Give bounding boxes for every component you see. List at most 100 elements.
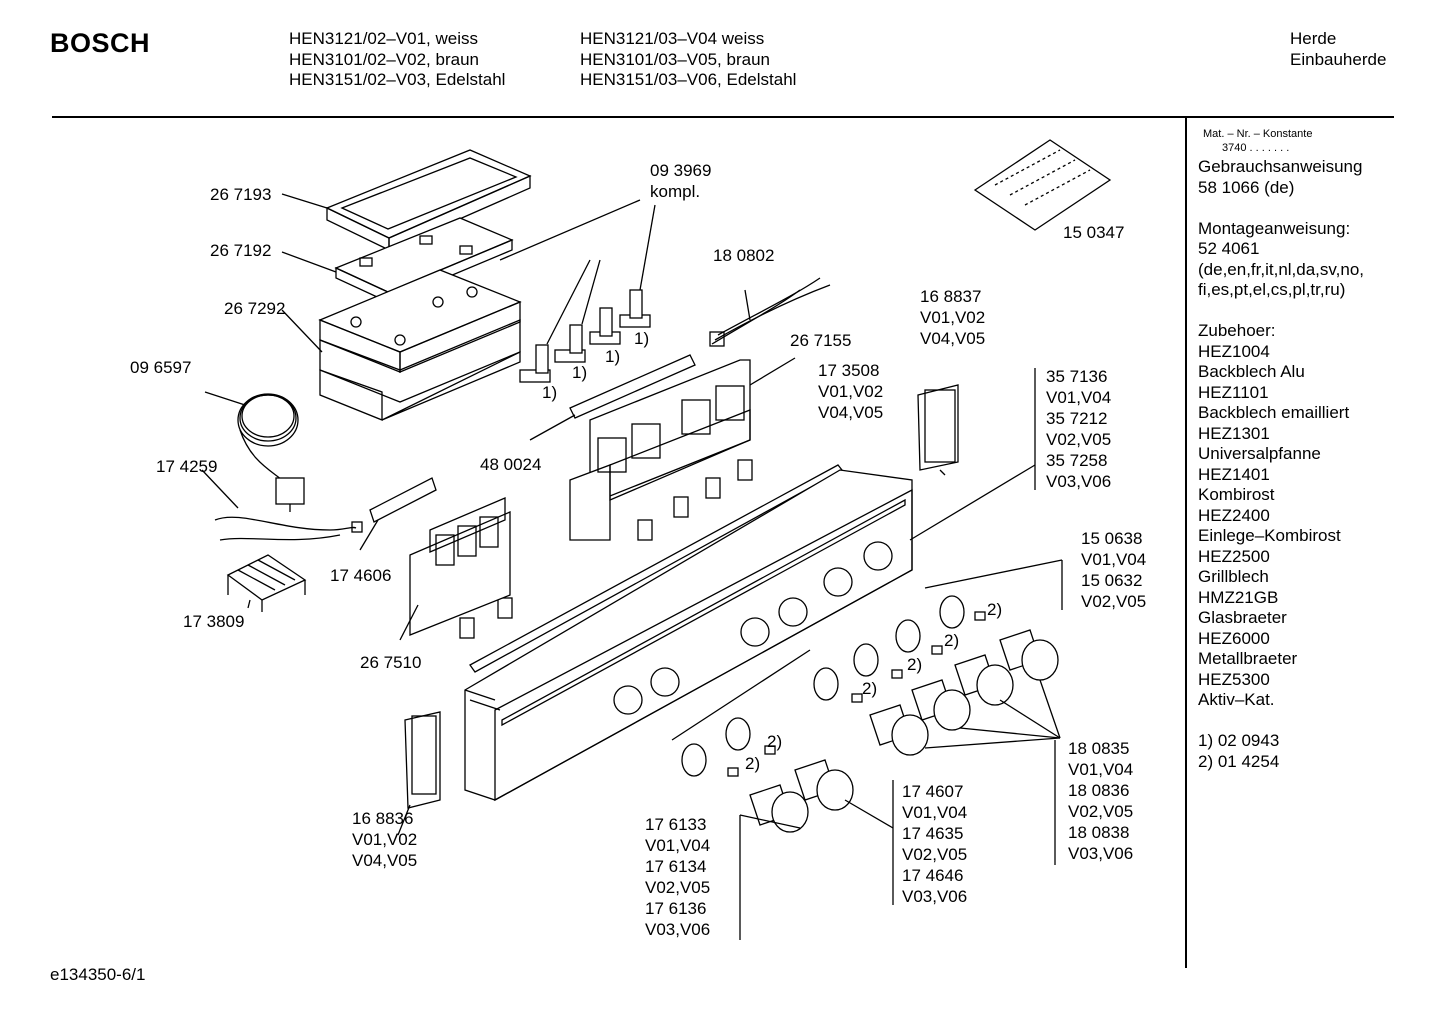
model-line: HEN3101/03–V05, braun [580,49,770,69]
part-label-group: 16 8836 V01,V02 V04,V05 [352,808,417,871]
part-label: 26 7155 [790,331,852,350]
part-line: V01,V04 [1046,388,1112,407]
category: Herde Einbauherde [1290,29,1386,70]
sidebar-line: Montageanweisung: [1198,218,1351,238]
sidebar-line: HEZ1004 [1198,341,1270,361]
part-line: kompl. [650,182,701,201]
category-line: Einbauherde [1290,49,1387,69]
part-label-group: 17 6133 V01,V04 17 6134 V02,V05 17 6136 … [645,814,710,940]
sidebar-entries: Gebrauchsanweisung 58 1066 (de) Montagea… [1198,157,1364,772]
part-line: V04,V05 [818,403,884,422]
sidebar-line: 2) 01 4254 [1198,751,1280,771]
sidebar-line: Backblech Alu [1198,362,1305,381]
sidebar-line: HEZ1401 [1198,464,1270,484]
part-line: 17 6134 [645,857,707,876]
sidebar-line: HEZ2400 [1198,505,1270,525]
part-label: 09 6597 [130,358,192,377]
part-line: V02,V05 [645,878,711,897]
part-line: V03,V06 [902,887,968,906]
part-line: V03,V06 [645,920,711,939]
sidebar-line: Einlege–Kombirost [1198,526,1341,545]
sidebar-line: HEZ1301 [1198,423,1270,443]
document-code: e134350-6/1 [50,965,146,984]
sidebar-line: 52 4061 [1198,239,1260,258]
sidebar-line: Zubehoer: [1198,321,1276,340]
part-line: V01,V04 [902,803,968,822]
part-line: V02,V05 [1046,430,1112,449]
part-label: 26 7510 [360,653,422,672]
note-marker: 2) [862,679,878,698]
note-marker: 2) [944,631,960,650]
part-label-group: 18 0835 V01,V04 18 0836 V02,V05 18 0838 … [1068,738,1133,864]
sidebar-line: Metallbraeter [1198,649,1298,668]
part-line: 16 8836 [352,809,414,828]
sidebar-line: HEZ5300 [1198,669,1270,689]
sidebar-line [1198,711,1364,732]
part-line: V01,V04 [1081,550,1147,569]
part-line: 18 0838 [1068,823,1130,842]
model-line: HEN3121/03–V04 weiss [580,29,765,48]
part-line: V01,V04 [645,836,711,855]
part-label-group: 09 3969 kompl. [650,160,711,202]
part-line: 17 3508 [818,361,880,380]
part-line: 35 7258 [1046,451,1108,470]
part-line: V02,V05 [1068,802,1134,821]
note-marker: 2) [745,754,761,773]
note-marker: 2) [907,655,923,674]
part-label-group: 35 7136 V01,V04 35 7212 V02,V05 35 7258 … [1046,366,1111,492]
part-label: 17 4606 [330,566,392,585]
model-line: HEN3121/02–V01, weiss [289,29,479,48]
sidebar-line: Glasbraeter [1198,608,1287,627]
part-line: V03,V06 [1046,472,1112,491]
part-label: 15 0347 [1063,223,1125,242]
category-line: Herde [1290,29,1337,48]
sidebar-line: 1) 02 0943 [1198,731,1280,750]
model-line: HEN3151/03–V06, Edelstahl [580,70,797,89]
sidebar-line: Backblech emailliert [1198,403,1350,422]
part-label-group: 17 4607 V01,V04 17 4635 V02,V05 17 4646 … [902,781,967,907]
sidebar-line: HEZ2500 [1198,546,1270,566]
sidebar-line [1198,198,1364,219]
part-line: V02,V05 [902,845,968,864]
sidebar-line: 58 1066 (de) [1198,177,1295,197]
part-line: V01,V02 [920,308,986,327]
part-line: 35 7212 [1046,409,1108,428]
note-marker: 1) [542,383,558,402]
note-marker: 2) [767,732,783,751]
part-label: 17 4259 [156,457,218,476]
part-line: 17 4607 [902,782,964,801]
part-label: 18 0802 [713,246,775,265]
note-marker: 1) [634,329,650,348]
sidebar-line: (de,en,fr,it,nl,da,sv,no, [1198,259,1364,279]
part-label: 26 7193 [210,185,272,204]
part-line: 17 6133 [645,815,707,834]
part-line: 15 0638 [1081,529,1143,548]
part-line: 17 6136 [645,899,707,918]
part-line: 17 4635 [902,824,964,843]
note-marker: 1) [572,363,588,382]
sidebar-line: HMZ21GB [1198,587,1279,607]
sidebar-line: fi,es,pt,el,cs,pl,tr,ru) [1198,280,1346,299]
sidebar-line: Aktiv–Kat. [1198,690,1275,709]
sidebar-line: HEZ1101 [1198,382,1269,402]
part-line: V04,V05 [920,329,986,348]
part-label: 17 3809 [183,612,245,631]
part-label: 26 7192 [210,241,272,260]
model-list-2: HEN3121/03–V04 weiss HEN3101/03–V05, bra… [580,29,796,91]
note-marker: 2) [987,600,1003,619]
part-label: 26 7292 [224,299,286,318]
sidebar-line: Kombirost [1198,485,1275,504]
part-line: 16 8837 [920,287,982,306]
sidebar-line: Grillblech [1198,567,1269,586]
model-line: HEN3151/02–V03, Edelstahl [289,70,506,89]
part-line: 15 0632 [1081,571,1143,590]
sidebar-line: HEZ6000 [1198,628,1270,648]
part-line: 17 4646 [902,866,964,885]
note-marker: 1) [605,347,621,366]
part-label-group: 15 0638 V01,V04 15 0632 V02,V05 [1081,528,1146,612]
part-label-group: 16 8837 V01,V02 V04,V05 [920,286,985,349]
part-label-group: 17 3508 V01,V02 V04,V05 [818,360,883,423]
sidebar-line [1198,301,1364,322]
model-list-1: HEN3121/02–V01, weiss HEN3101/02–V02, br… [289,29,505,91]
